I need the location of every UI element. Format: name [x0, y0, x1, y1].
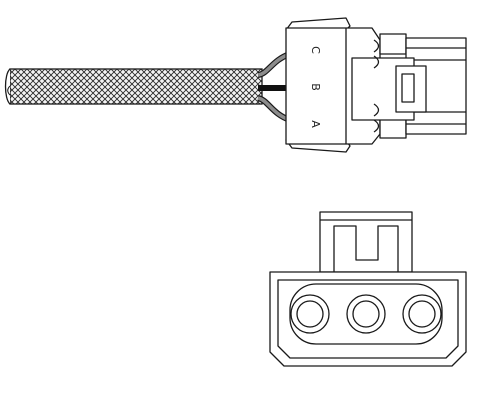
- braided-sheath: [9, 68, 263, 105]
- pin-label-a: A: [309, 120, 322, 128]
- connector-side-view: [285, 17, 467, 153]
- connector-nose-upper: [379, 33, 407, 55]
- connector-grip-ribs: [373, 39, 380, 133]
- pin-label-c: C: [309, 46, 322, 54]
- connector-latch-slot: [401, 73, 415, 103]
- pin-labels: C B A: [309, 46, 322, 128]
- pin-label-b: B: [309, 83, 322, 91]
- wires: [257, 51, 292, 123]
- face-latch-inner: [333, 225, 399, 272]
- face-latch-top: [319, 211, 413, 273]
- face-pins: [290, 294, 442, 334]
- braided-cable: [4, 68, 263, 105]
- connector-nose-lower: [379, 117, 407, 139]
- connector-face-view: [269, 211, 467, 367]
- cable-cut-end: [4, 68, 11, 105]
- cable-cut-end-inner: [7, 85, 11, 96]
